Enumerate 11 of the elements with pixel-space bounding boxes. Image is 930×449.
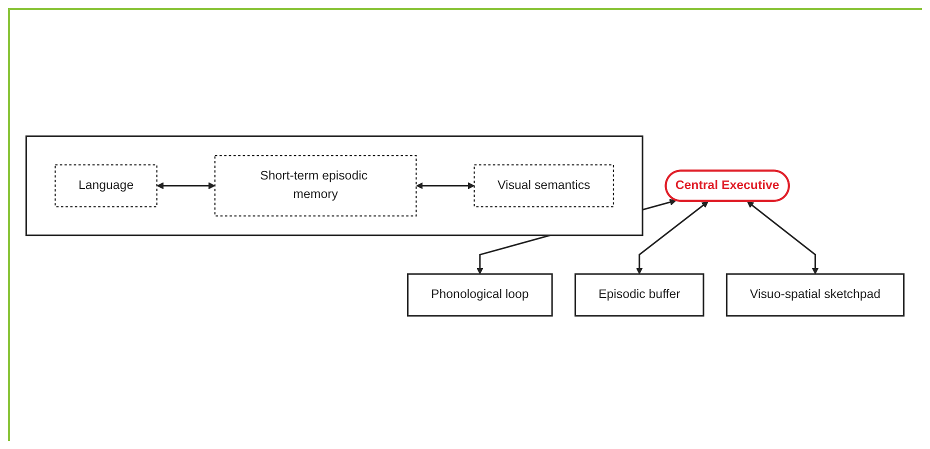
node-box: Episodic buffer <box>574 274 704 318</box>
node-box: Visuo-spatial sketchpad <box>726 274 905 318</box>
arrow <box>746 202 819 275</box>
arrow <box>156 182 216 190</box>
cluster <box>25 136 644 237</box>
arrow <box>636 202 708 275</box>
node-box: Short-term episodic memory <box>214 155 417 218</box>
node-box: Language <box>54 164 158 208</box>
node-box: Phonological loop <box>407 274 553 318</box>
node-box: Visual semantics <box>474 164 614 208</box>
arrow <box>416 182 475 190</box>
